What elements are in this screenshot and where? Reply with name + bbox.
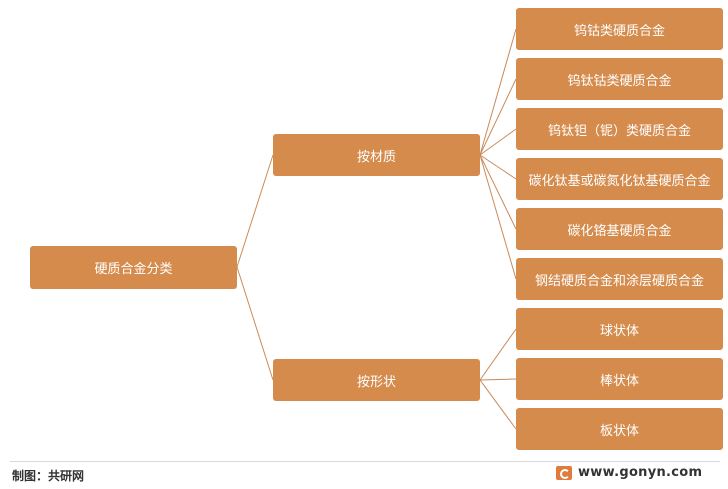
connector-root-material: [236, 154, 274, 268]
footer-credit: 制图：共研网: [12, 469, 85, 483]
connector-material-leaf-1: [479, 28, 517, 156]
connector-material-leaf-5: [479, 154, 517, 230]
connector-root-shape: [236, 266, 274, 381]
connector-material-leaf-3: [479, 128, 517, 156]
leaf-node-material-1: 钨钴类硬质合金: [516, 8, 723, 50]
leaf-node-shape-1: 球状体: [516, 308, 723, 350]
connector-shape-leaf-1: [479, 328, 517, 381]
leaf-node-shape-3: 板状体: [516, 408, 723, 450]
leaf-node-material-6: 钢结硬质合金和涂层硬质合金: [516, 258, 723, 300]
gonyn-logo-icon: [556, 465, 572, 480]
connector-material-leaf-6: [479, 154, 517, 280]
leaf-node-material-4: 碳化钛基或碳氮化钛基硬质合金: [516, 158, 723, 200]
root-node: 硬质合金分类: [30, 246, 237, 289]
connector-shape-leaf-2: [479, 378, 517, 381]
footer-site: www.gonyn.com: [556, 465, 702, 480]
leaf-node-material-2: 钨钛钴类硬质合金: [516, 58, 723, 100]
footer-site-url: www.gonyn.com: [578, 465, 703, 480]
category-node-material: 按材质: [273, 134, 480, 176]
leaf-node-material-5: 碳化铬基硬质合金: [516, 208, 723, 250]
footer-divider: [10, 461, 720, 462]
connector-material-leaf-2: [479, 78, 517, 156]
connector-shape-leaf-3: [479, 379, 517, 430]
leaf-node-material-3: 钨钛钽（铌）类硬质合金: [516, 108, 723, 150]
connector-material-leaf-4: [479, 154, 517, 180]
category-node-shape: 按形状: [273, 359, 480, 401]
leaf-node-shape-2: 棒状体: [516, 358, 723, 400]
